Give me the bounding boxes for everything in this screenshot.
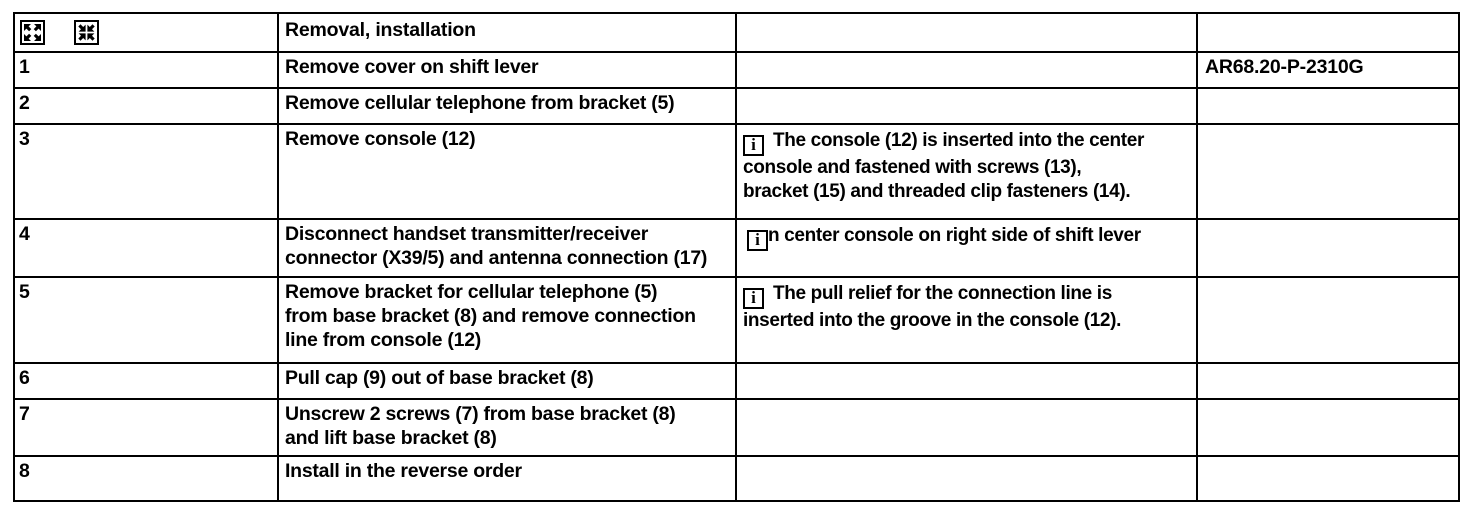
step-note-cell [735,398,1198,457]
description-wrap: Install in the reverse order [279,457,737,488]
step-description-cell: Install in the reverse order [277,455,737,502]
reference-code [1198,400,1458,407]
step-number-cell: 6 [13,362,279,400]
note-wrap [737,400,1196,408]
table-row: 5 Remove bracket for cellular telephone … [13,276,1460,364]
step-description-cell: Pull cap (9) out of base bracket (8) [277,362,737,400]
step-description-cell: Disconnect handset transmitter/receiver … [277,218,737,278]
step-description-cell: Remove bracket for cellular telephone (5… [277,276,737,364]
reference-code: AR68.20-P-2310G [1205,56,1364,78]
header-note-cell [735,12,1198,53]
reference-code [1198,457,1458,464]
step-reference-cell [1196,455,1460,502]
header-note [737,14,1196,21]
table-row: 7 Unscrew 2 screws (7) from base bracket… [13,398,1460,457]
step-description: Disconnect handset transmitter/receiver … [285,223,708,269]
note-wrap [737,89,1196,97]
step-description-cell: Unscrew 2 screws (7) from base bracket (… [277,398,737,457]
note-text: n center console on right side of shift … [768,225,1141,246]
step-reference-cell: AR68.20-P-2310G [1196,51,1460,89]
note-wrap [737,457,1196,465]
description-wrap: Disconnect handset transmitter/receiver … [279,220,737,275]
note-wrap [737,53,1196,61]
step-note-cell [735,51,1198,89]
step-description: Install in the reverse order [285,460,522,482]
reference-code [1198,278,1458,285]
header-reference-cell [1196,12,1460,53]
header-icon-group [15,14,277,51]
description-wrap: Pull cap (9) out of base bracket (8) [279,364,737,395]
step-description: Remove console (12) [285,128,476,150]
reference-code [1198,220,1458,227]
description-wrap: Remove console (12) [279,125,737,156]
step-number: 3 [19,128,30,150]
reference-code [1198,364,1458,371]
note-wrap [737,364,1196,372]
step-number: 7 [19,403,30,425]
info-icon: i [743,288,764,309]
step-description-cell: Remove console (12) [277,123,737,220]
step-number-cell: 4 [13,218,279,278]
step-description: Unscrew 2 screws (7) from base bracket (… [285,403,676,449]
step-description: Remove bracket for cellular telephone (5… [285,281,696,351]
step-number-cell: 8 [13,455,279,502]
step-reference-cell [1196,362,1460,400]
page-title: Removal, installation [285,19,476,41]
step-number: 1 [19,56,30,78]
step-number-cell: 7 [13,398,279,457]
description-wrap: Remove cellular telephone from bracket (… [279,89,737,120]
step-note-cell [735,455,1198,502]
installation-icon [74,20,99,45]
reference-code [1198,89,1458,96]
step-number: 6 [19,367,30,389]
step-number: 8 [19,460,30,482]
info-icon: i [747,230,768,251]
step-number-cell: 2 [13,87,279,125]
step-reference-cell [1196,123,1460,220]
table-row: 6 Pull cap (9) out of base bracket (8) [13,362,1460,400]
removal-icon [20,20,45,45]
step-reference-cell [1196,87,1460,125]
step-number: 2 [19,92,30,114]
step-note-cell [735,362,1198,400]
header-reference [1198,14,1458,21]
table-body: Removal, installation 1 Remove cover on … [13,12,1460,502]
table-row: 8 Install in the reverse order [13,455,1460,502]
step-description: Remove cover on shift lever [285,56,539,78]
step-number-cell: 5 [13,276,279,364]
step-description: Remove cellular telephone from bracket (… [285,92,675,114]
step-note-cell [735,87,1198,125]
step-description: Pull cap (9) out of base bracket (8) [285,367,594,389]
step-reference-cell [1196,218,1460,278]
reference-code [1198,125,1458,132]
table-row: 4 Disconnect handset transmitter/receive… [13,218,1460,278]
step-number-cell: 1 [13,51,279,89]
step-description-cell: Remove cellular telephone from bracket (… [277,87,737,125]
note-text: The pull relief for the connection line … [743,283,1122,331]
header-icons-cell [13,12,279,53]
step-reference-cell [1196,398,1460,457]
description-wrap: Unscrew 2 screws (7) from base bracket (… [279,400,737,455]
step-description-cell: Remove cover on shift lever [277,51,737,89]
note-text: The console (12) is inserted into the ce… [743,130,1145,202]
description-wrap: Remove bracket for cellular telephone (5… [279,278,737,356]
table-row: 1 Remove cover on shift lever AR68.20-P-… [13,51,1460,89]
step-number: 4 [19,223,30,245]
table-row: 2 Remove cellular telephone from bracket… [13,87,1460,125]
work-instruction-table: Removal, installation 1 Remove cover on … [13,12,1460,502]
header-title-cell: Removal, installation [277,12,737,53]
info-icon: i [743,135,764,156]
step-reference-cell [1196,276,1460,364]
description-wrap: Remove cover on shift lever [279,53,737,84]
step-number-cell: 3 [13,123,279,220]
step-number: 5 [19,281,30,303]
table-header-row: Removal, installation [13,12,1460,53]
